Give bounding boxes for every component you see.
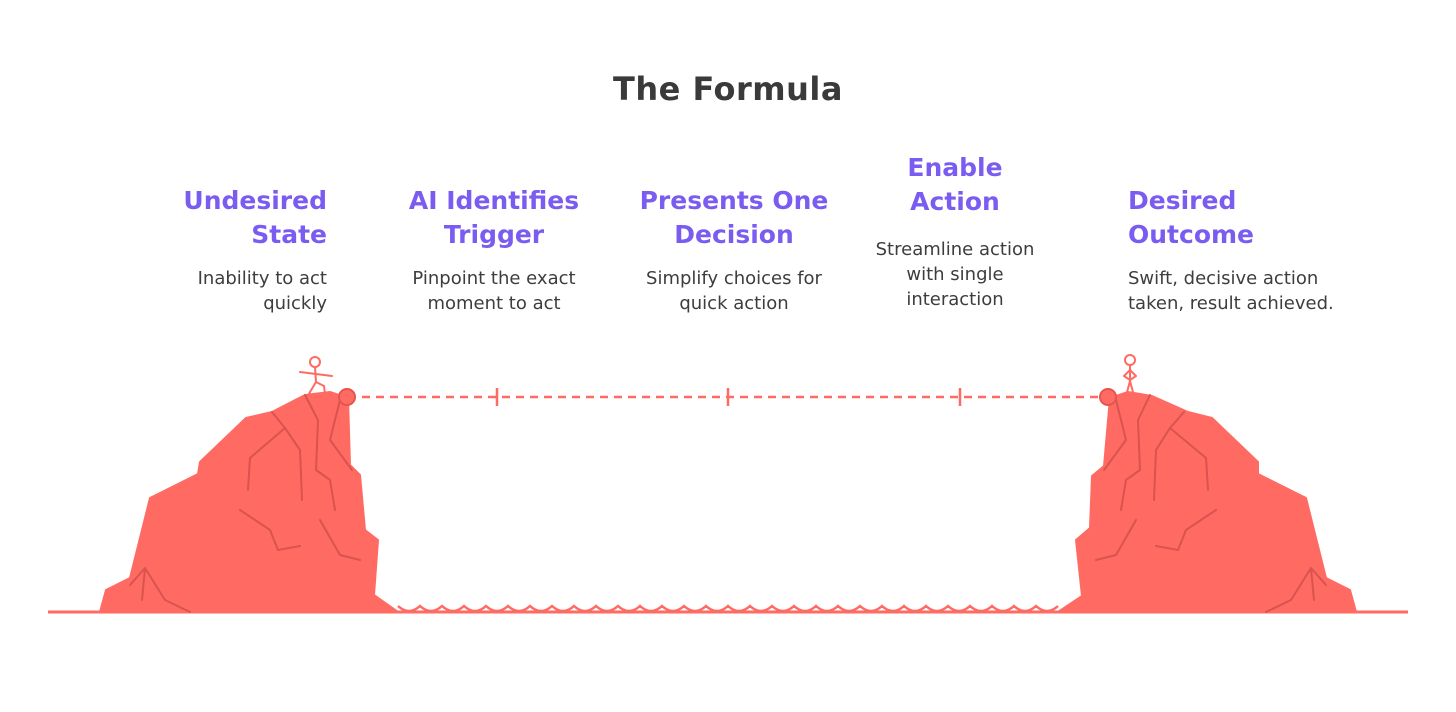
step-desc-undesired-state: Inability to act quickly xyxy=(197,268,327,314)
step-heading-ai-identifies-trigger: AI Identifies Trigger xyxy=(408,186,580,249)
step-desc-enable-action: Streamline action with single interactio… xyxy=(875,239,1035,310)
person-standing-icon xyxy=(1123,354,1137,397)
left-cliff xyxy=(99,391,399,613)
water-wave-line xyxy=(397,604,1059,613)
step-heading-enable-action: Enable Action xyxy=(907,153,1003,216)
step-desc-ai-identifies-trigger: Pinpoint the exact moment to act xyxy=(412,268,576,314)
step-desc-presents-one-decision: Simplify choices for quick action xyxy=(646,268,822,314)
step-heading-presents-one-decision: Presents One Decision xyxy=(639,186,829,249)
person-walking-icon xyxy=(299,356,333,397)
bridge-anchor-left xyxy=(338,388,356,406)
bridge-anchor-right xyxy=(1099,388,1117,406)
step-heading-undesired-state: Undesired State xyxy=(183,186,327,249)
right-cliff xyxy=(1057,391,1357,613)
step-heading-desired-outcome: Desired Outcome xyxy=(1128,186,1255,249)
step-desc-desired-outcome: Swift, decisive action taken, result ach… xyxy=(1128,268,1334,314)
diagram-title: The Formula xyxy=(613,70,843,108)
